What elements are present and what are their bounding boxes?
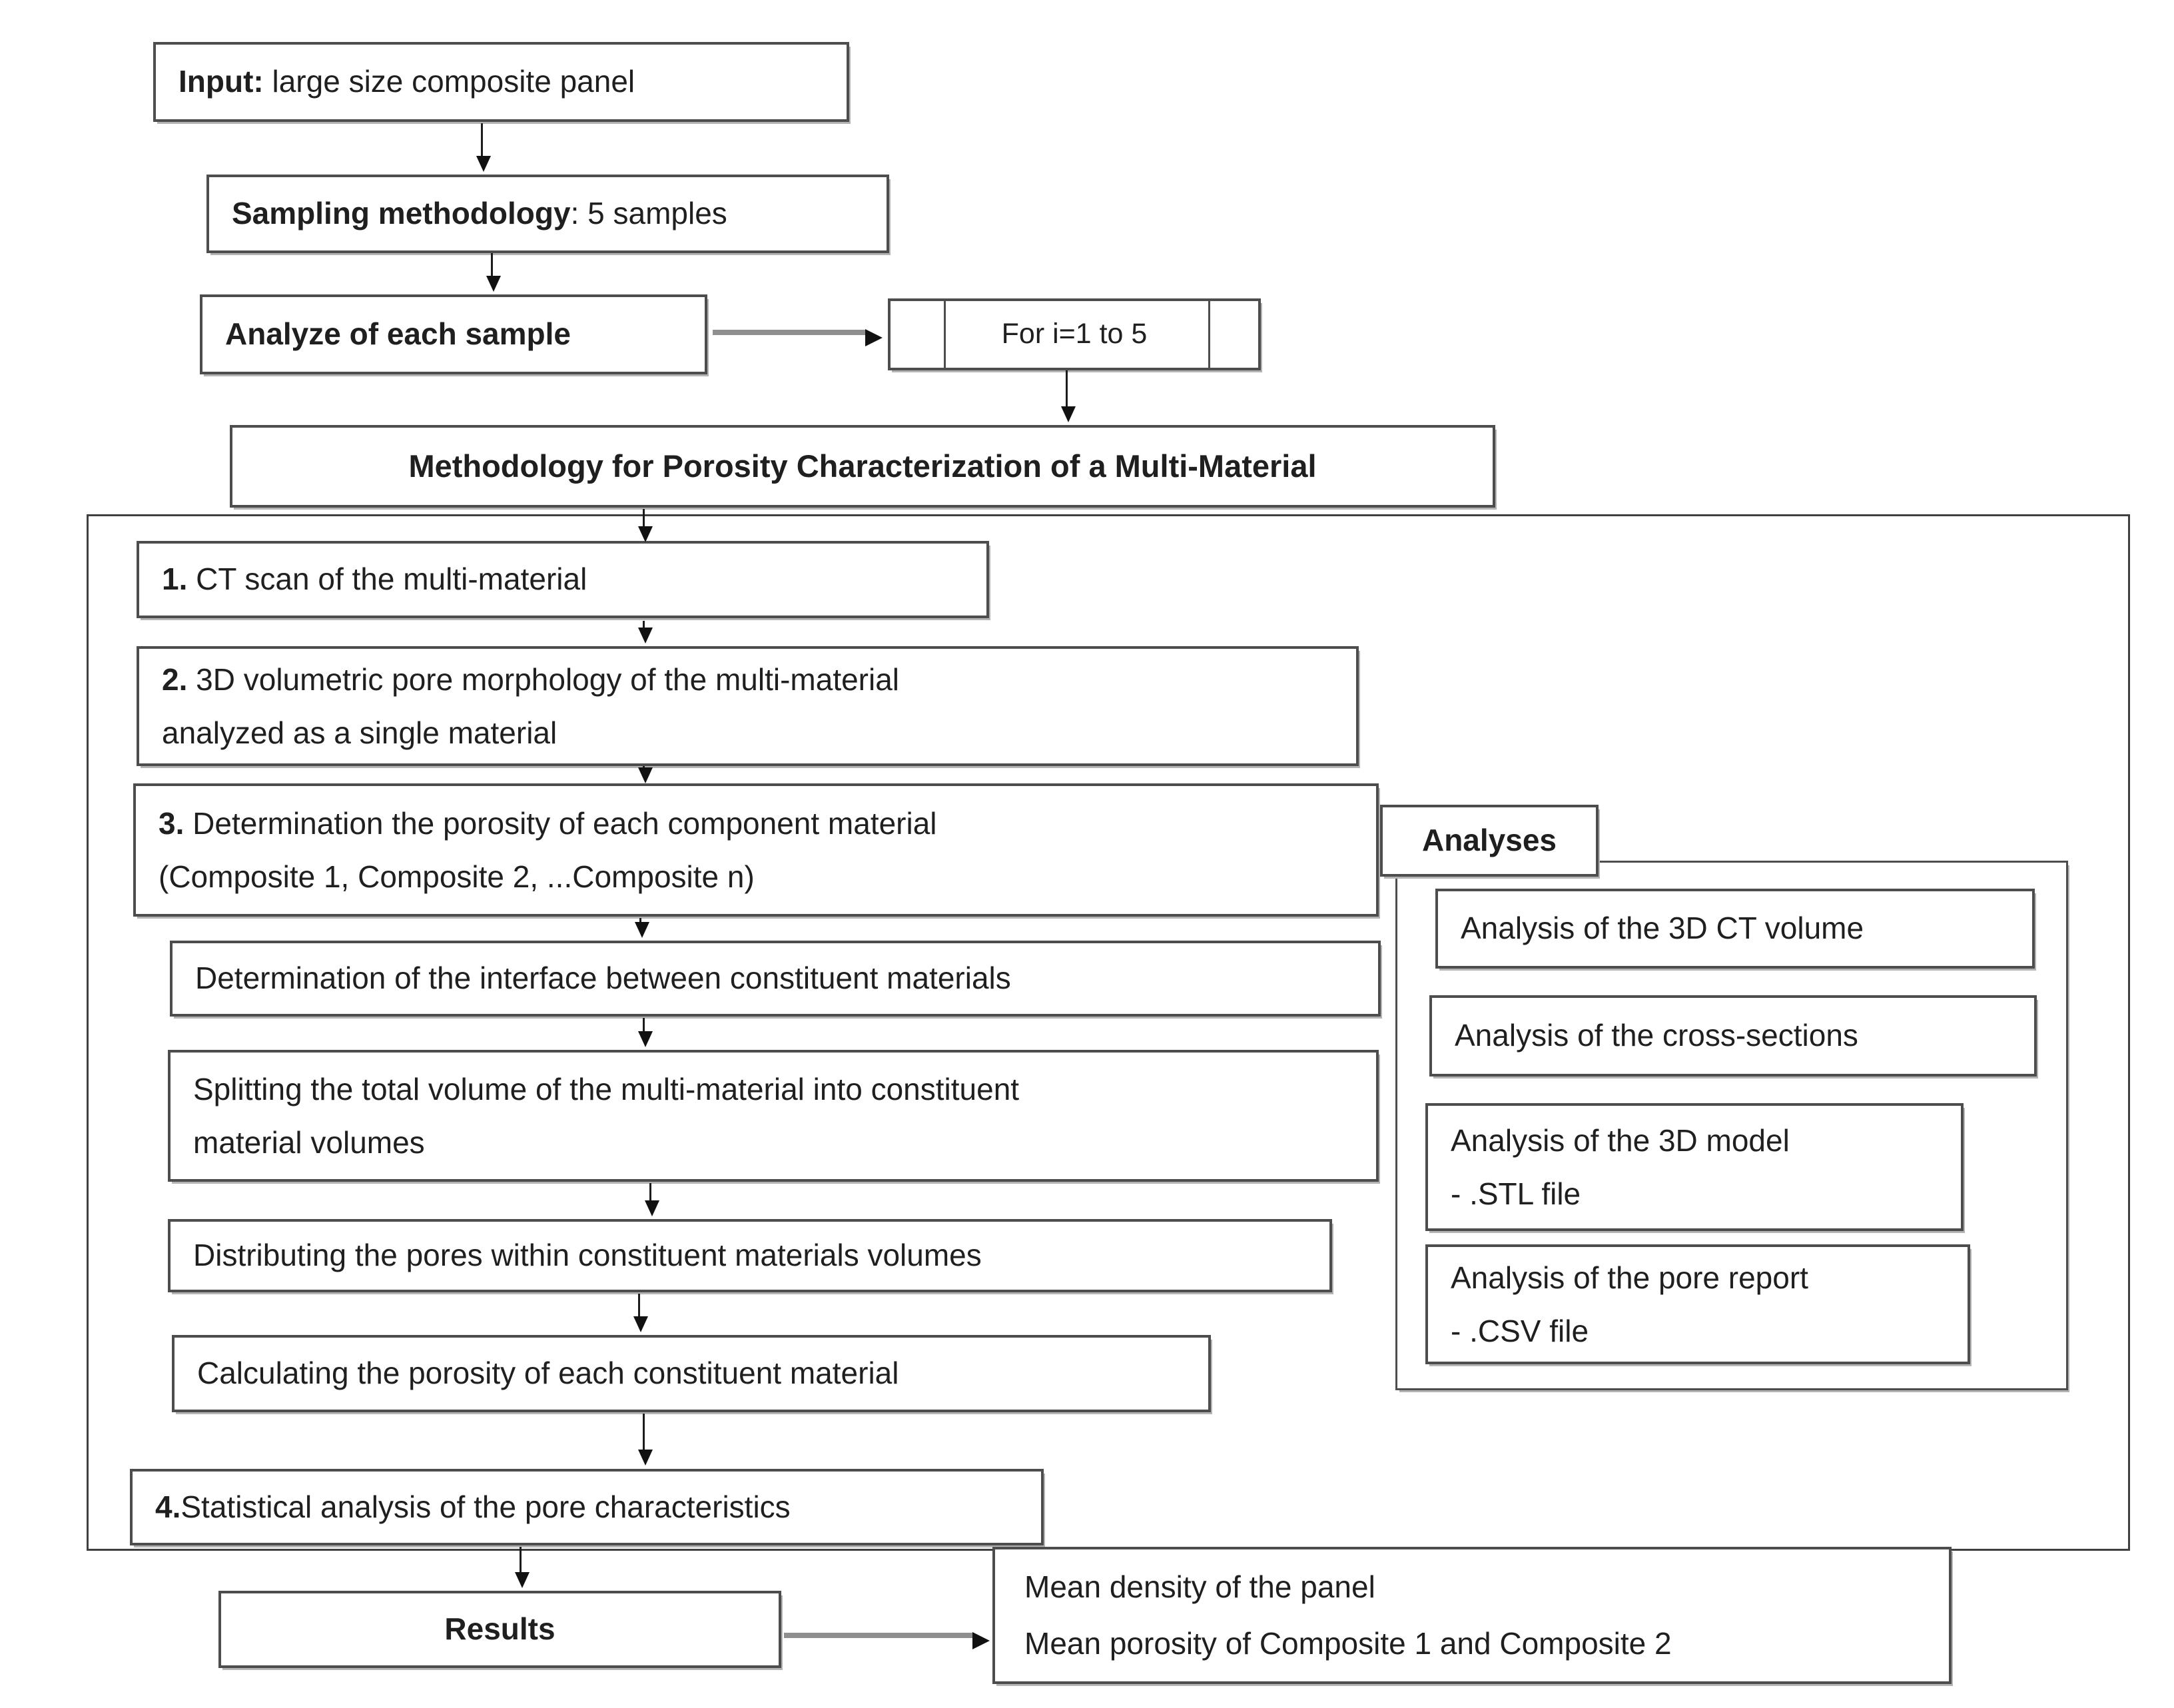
node-analyze: Analyze of each sample <box>200 294 707 374</box>
node-calculating-label: Calculating the porosity of each constit… <box>197 1356 899 1391</box>
node-step3-line1: 3. Determination the porosity of each co… <box>159 797 937 851</box>
node-step4: 4.Statistical analysis of the pore chara… <box>130 1469 1044 1545</box>
loop-inner-line-left <box>944 301 946 368</box>
analysis-item-cross-sections: Analysis of the cross-sections <box>1429 995 2037 1076</box>
node-calculating: Calculating the porosity of each constit… <box>172 1335 1211 1412</box>
analysis-item-ct-volume: Analysis of the 3D CT volume <box>1435 889 2035 969</box>
node-step3: 3. Determination the porosity of each co… <box>133 783 1379 917</box>
arrow-splitting-to-distributing <box>645 1183 659 1216</box>
node-step2-line2: analyzed as a single material <box>162 715 557 750</box>
node-step4-label: 4.Statistical analysis of the pore chara… <box>155 1488 791 1527</box>
node-step4-rest: Statistical analysis of the pore charact… <box>181 1489 791 1524</box>
node-sampling: Sampling methodology: 5 samples <box>206 175 889 253</box>
node-output: Mean density of the panel Mean porosity … <box>992 1547 1952 1684</box>
node-output-line1: Mean density of the panel <box>1024 1569 1375 1604</box>
node-loop: For i=1 to 5 <box>888 298 1261 370</box>
node-step2-num: 2. <box>162 661 188 697</box>
node-splitting-line2: material volumes <box>193 1125 425 1160</box>
node-step2-rest: 3D volumetric pore morphology of the mul… <box>187 661 900 697</box>
analyses-title-box: Analyses <box>1380 805 1599 877</box>
analysis-item-pore-report-line1: Analysis of the pore report <box>1451 1260 1808 1295</box>
analyses-title-label: Analyses <box>1421 823 1557 858</box>
arrow-step2-to-step3 <box>638 766 653 783</box>
node-interface: Determination of the interface between c… <box>170 941 1381 1017</box>
analysis-item-pore-report: Analysis of the pore report - .CSV file <box>1425 1244 1970 1364</box>
node-step3-rest: Determination the porosity of each compo… <box>184 805 937 841</box>
node-step4-num: 4. <box>155 1489 181 1524</box>
node-distributing-label: Distributing the pores within constituen… <box>193 1238 982 1273</box>
arrow-step3-to-interface <box>635 918 649 938</box>
arrow-calculating-to-step4 <box>638 1414 653 1466</box>
arrow-distributing-to-calculating <box>633 1294 648 1332</box>
analysis-item-3d-model-line2: - .STL file <box>1451 1176 1581 1211</box>
node-distributing: Distributing the pores within constituen… <box>168 1219 1332 1292</box>
node-results: Results <box>218 1591 781 1668</box>
node-methodology-title: Methodology for Porosity Characterizatio… <box>230 425 1495 508</box>
arrow-analyze-to-loop <box>713 329 883 346</box>
arrow-results-to-output <box>784 1632 990 1649</box>
arrow-methodology-to-step1 <box>638 509 653 542</box>
arrow-interface-to-splitting <box>638 1018 653 1047</box>
node-step1-num: 1. <box>162 562 188 597</box>
node-sampling-label-rest: : 5 samples <box>570 196 727 231</box>
node-input-label-bold: Input: <box>179 64 264 99</box>
analysis-item-3d-model: Analysis of the 3D model - .STL file <box>1425 1103 1964 1231</box>
arrow-step1-to-step2 <box>638 621 653 643</box>
node-output-line2: Mean porosity of Composite 1 and Composi… <box>1024 1626 1672 1661</box>
arrow-step4-to-results <box>515 1547 530 1588</box>
arrow-input-to-sampling <box>476 123 491 172</box>
node-input-label: Input: large size composite panel <box>179 62 635 102</box>
node-interface-label: Determination of the interface between c… <box>195 961 1011 996</box>
node-results-label: Results <box>444 1611 555 1647</box>
loop-inner-line-right <box>1208 301 1210 368</box>
node-sampling-label-bold: Sampling methodology <box>232 196 571 231</box>
analysis-item-ct-volume-label: Analysis of the 3D CT volume <box>1461 911 1864 946</box>
node-loop-label: For i=1 to 5 <box>1001 318 1148 350</box>
node-step3-num: 3. <box>159 805 184 841</box>
node-step1-label: 1. CT scan of the multi-material <box>162 560 587 600</box>
node-step2-line1: 2. 3D volumetric pore morphology of the … <box>162 653 899 707</box>
node-step3-line2: (Composite 1, Composite 2, ...Composite … <box>159 859 755 894</box>
node-splitting-line1: Splitting the total volume of the multi-… <box>193 1071 1020 1106</box>
arrow-sampling-to-analyze <box>486 253 501 292</box>
analysis-item-pore-report-line2: - .CSV file <box>1451 1314 1589 1348</box>
node-step1: 1. CT scan of the multi-material <box>137 541 989 618</box>
node-analyze-label: Analyze of each sample <box>225 316 571 352</box>
node-step1-rest: CT scan of the multi-material <box>187 562 587 597</box>
node-splitting: Splitting the total volume of the multi-… <box>168 1050 1379 1182</box>
node-step2: 2. 3D volumetric pore morphology of the … <box>137 646 1359 766</box>
node-input-label-rest: large size composite panel <box>263 64 635 99</box>
node-sampling-label: Sampling methodology: 5 samples <box>232 194 727 234</box>
analysis-item-3d-model-line1: Analysis of the 3D model <box>1451 1122 1790 1158</box>
node-methodology-label: Methodology for Porosity Characterizatio… <box>408 448 1317 484</box>
analysis-item-cross-sections-label: Analysis of the cross-sections <box>1455 1018 1858 1053</box>
node-input: Input: large size composite panel <box>153 42 849 122</box>
arrow-loop-to-methodology <box>1061 370 1076 422</box>
